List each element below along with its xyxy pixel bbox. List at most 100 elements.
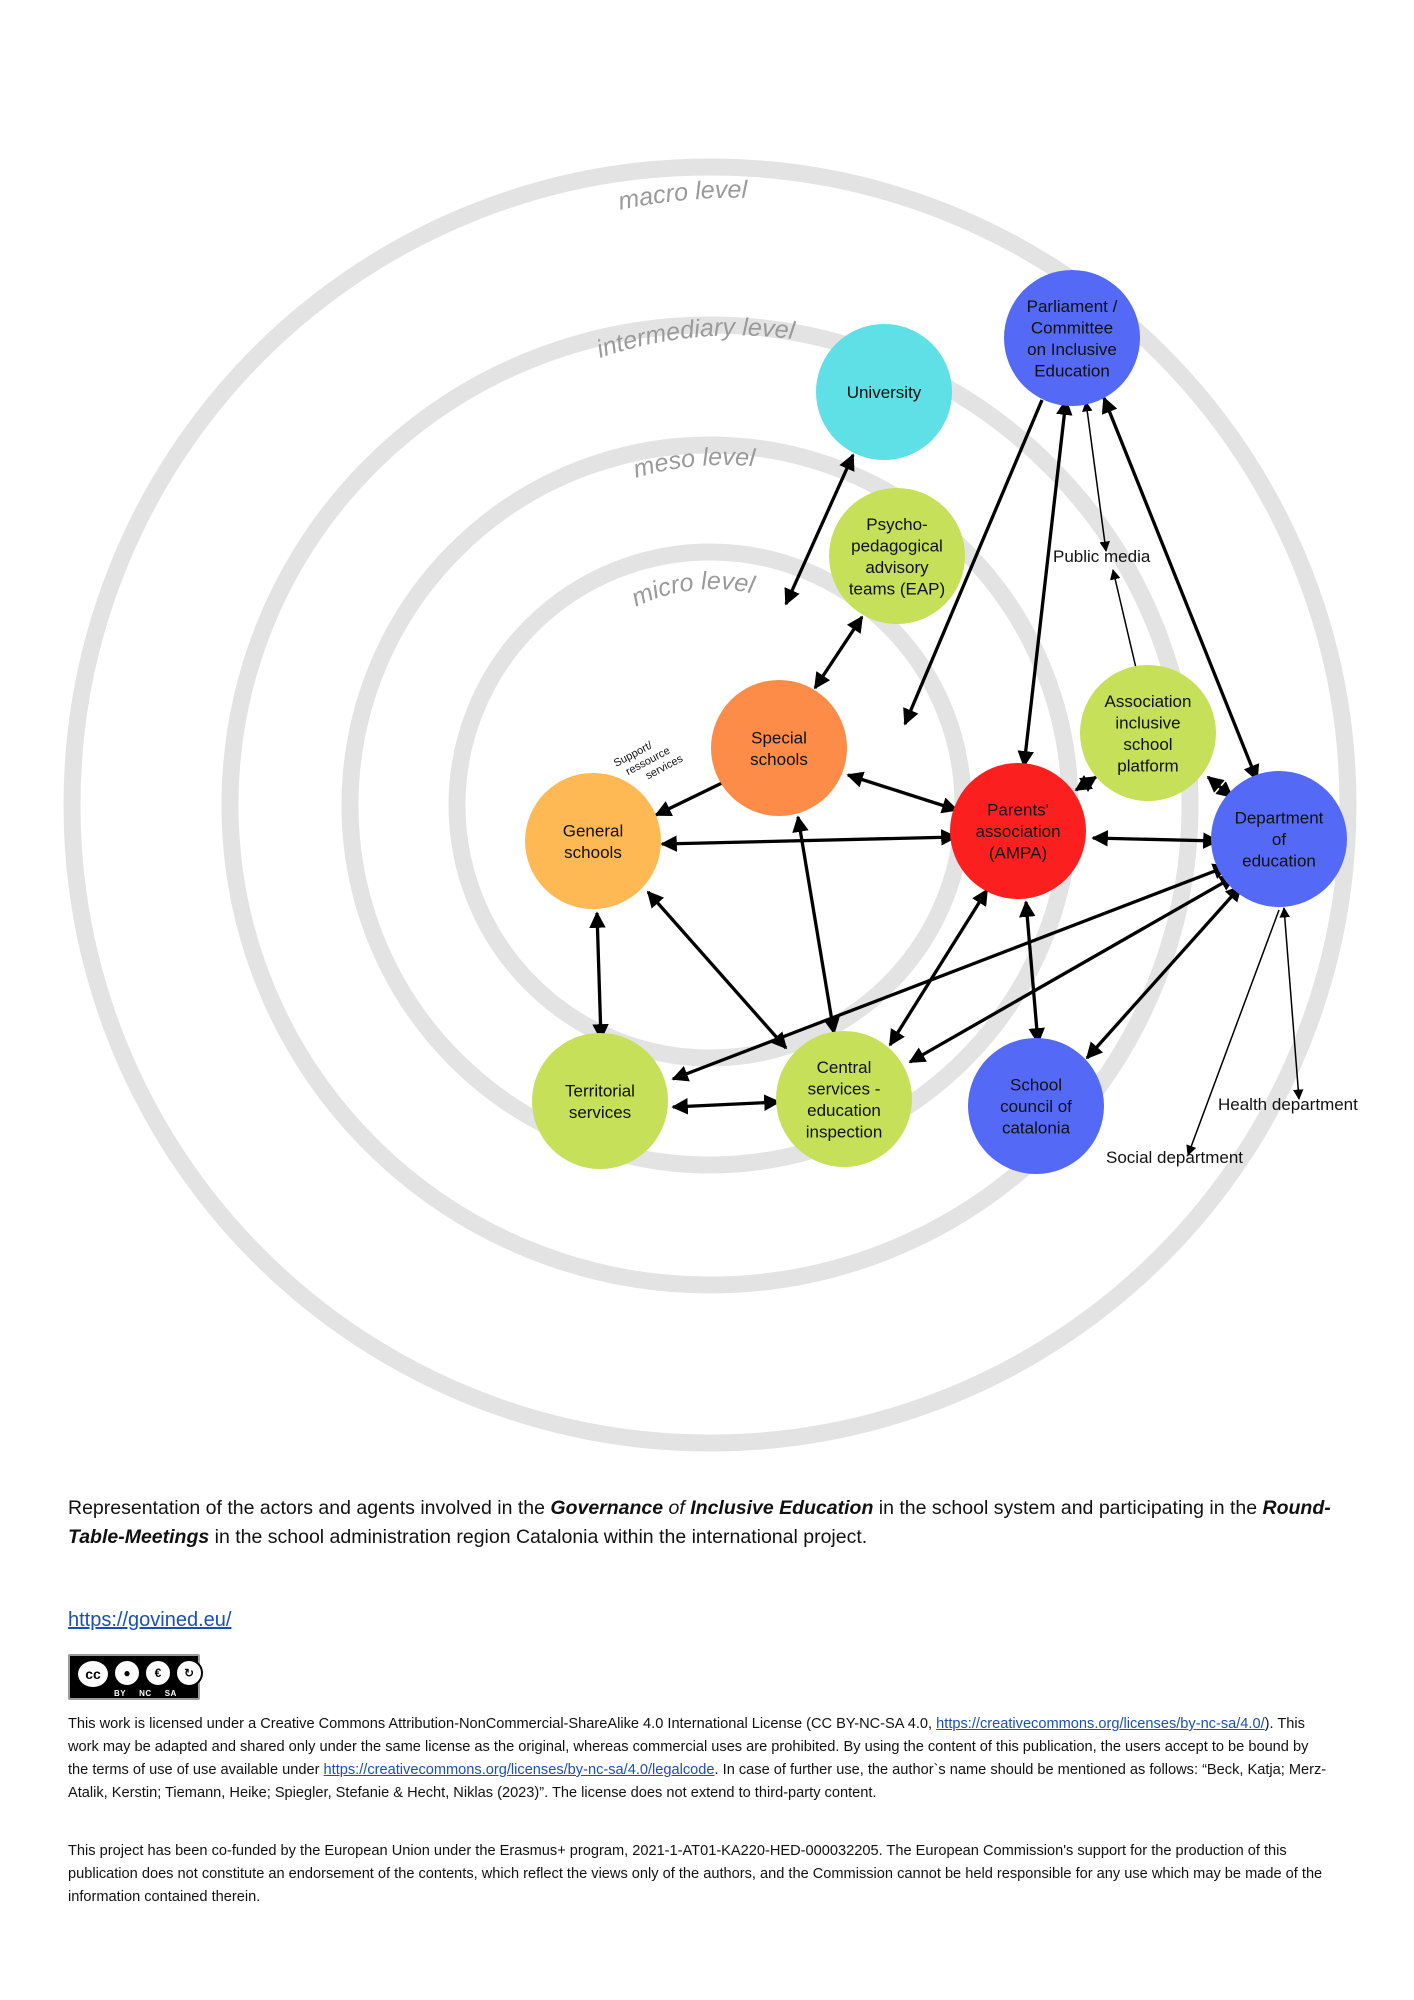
node-label-line: inclusive <box>1115 713 1180 732</box>
node-label-line: General <box>563 821 623 840</box>
license-link-legalcode[interactable]: https://creativecommons.org/licenses/by-… <box>323 1762 715 1778</box>
node-label-line: Parliament / <box>1027 297 1118 316</box>
node-label-line: school <box>1123 735 1172 754</box>
node-label-line: services <box>569 1103 631 1122</box>
caption-emph-inclusive-education: Inclusive Education <box>690 1497 874 1519</box>
node-label-line: Parents' <box>987 801 1049 820</box>
node-label-line: Special <box>751 728 807 747</box>
caption-emph-governance: Governance <box>550 1497 664 1519</box>
node-assoc-platform: Association inclusive school platform <box>1080 665 1216 801</box>
svg-text:macro level: macro level <box>616 176 749 216</box>
arrow-special-ampa <box>846 771 959 814</box>
svg-text:intermediary level: intermediary level <box>593 313 798 363</box>
funding-disclaimer: This project has been co-funded by the E… <box>68 1843 1323 1905</box>
ring-intermediary <box>221 316 1199 1294</box>
caption-emph-of: of <box>663 1497 691 1519</box>
node-circle-special-schools <box>711 680 847 816</box>
arrow-general-central <box>646 890 788 1050</box>
svg-text:micro level: micro level <box>627 567 758 612</box>
node-label-line: on Inclusive <box>1027 340 1117 359</box>
arrow-eap-special <box>813 615 864 690</box>
relation-arrows <box>589 396 1260 1115</box>
arrow-parliament-dept <box>1101 396 1260 782</box>
arrow-parliament-media <box>1082 400 1110 553</box>
node-circle-parliament <box>1004 270 1140 406</box>
node-special-schools: Special schools <box>711 680 847 816</box>
node-label-line: catalonia <box>1002 1119 1071 1138</box>
no-commercial-icon: € <box>144 1659 172 1687</box>
cc-by-nc-sa-badge[interactable]: cc ● € ↻ BY NC SA <box>68 1654 203 1700</box>
cc-icon: cc <box>76 1659 110 1689</box>
node-circle-university <box>816 324 952 460</box>
thin-arrows <box>1082 400 1304 1156</box>
node-label-line: schools <box>564 843 622 862</box>
node-label-assoc-platform: Association inclusive school platform <box>1105 692 1192 776</box>
share-alike-icon: ↻ <box>175 1659 203 1687</box>
arrow-general-ampa <box>660 829 958 852</box>
arrow-university-micro <box>784 453 855 606</box>
level-label-micro: micro level <box>627 567 758 612</box>
level-rings <box>63 158 1357 1452</box>
license-text: This work is licensed under a Creative C… <box>68 1713 1328 1805</box>
node-circle-territorial <box>532 1033 668 1169</box>
license-text-2: ). This work may be adapted and shared o… <box>68 1716 1309 1778</box>
node-label-ampa: Parents' association (AMPA) <box>975 801 1060 863</box>
license-text-3: . In case of further use, the author`s n… <box>68 1762 1327 1801</box>
level-label-macro: macro level <box>616 176 749 216</box>
figure-caption: Representation of the actors and agents … <box>68 1494 1348 1552</box>
node-label-line: (AMPA) <box>989 844 1047 863</box>
node-circle-general-schools <box>525 773 661 909</box>
level-label-intermediary: intermediary level <box>593 313 798 363</box>
node-label-line: teams (EAP) <box>849 579 945 598</box>
node-circle-dept-education <box>1211 771 1347 907</box>
project-website-link[interactable]: https://govined.eu/ <box>68 1609 232 1631</box>
arrow-platform-ampa <box>1074 774 1098 793</box>
node-label-line: schools <box>750 750 808 769</box>
arrow-general-territorial <box>589 911 609 1041</box>
node-label-line: association <box>975 822 1060 841</box>
arrow-platform-media <box>1110 568 1137 669</box>
label-public-media: Public media <box>1053 547 1151 566</box>
node-circle-eap <box>829 488 965 624</box>
caption-part-1: Representation of the actors and agents … <box>68 1497 551 1519</box>
node-general-schools: General schools <box>525 773 661 909</box>
caption-emph-round-table: Round-Table-Meetings <box>68 1497 1331 1548</box>
node-label-line: advisory <box>865 558 929 577</box>
label-social-department: Social department <box>1106 1148 1243 1167</box>
node-label-university: University <box>847 383 922 402</box>
node-label-line: Committee <box>1031 318 1113 337</box>
arrow-parliament-ampa <box>1017 398 1073 768</box>
node-label-line: Education <box>1034 361 1110 380</box>
arrow-ampa-dept <box>1091 830 1220 849</box>
arrow-special-general <box>654 781 723 817</box>
node-label-line: council of <box>1000 1097 1072 1116</box>
node-label-line: Department <box>1235 809 1324 828</box>
arrow-dept-social <box>1186 909 1280 1156</box>
ring-macro <box>63 158 1357 1452</box>
node-university: University <box>816 324 952 460</box>
node-label-line: inspection <box>806 1122 883 1141</box>
arrow-dept-council <box>1085 884 1243 1060</box>
node-label-special-schools: Special schools <box>750 728 808 769</box>
cc-badge-icons: cc ● € ↻ <box>76 1659 203 1689</box>
ring-micro <box>448 543 972 1067</box>
cc-tag-sa: SA <box>164 1689 177 1698</box>
node-label-line: platform <box>1117 756 1178 775</box>
node-label-line: education <box>807 1101 881 1120</box>
cc-badge-tags: BY NC SA <box>114 1689 177 1698</box>
license-text-1: This work is licensed under a Creative C… <box>68 1716 937 1732</box>
license-link-deed[interactable]: https://creativecommons.org/licenses/by-… <box>936 1716 1265 1732</box>
arrow-territorial-central <box>671 1094 781 1115</box>
caption-part-3: in the school administration region Cata… <box>209 1526 868 1548</box>
node-label-line: Association <box>1105 692 1192 711</box>
